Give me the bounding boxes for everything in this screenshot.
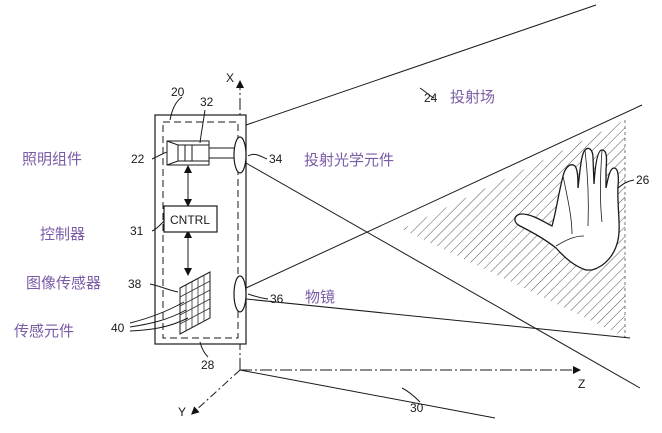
ref-24: 24 (424, 91, 438, 105)
controller-box (163, 205, 218, 233)
controller-box-text: CNTRL (170, 213, 210, 227)
label-sensor-element: 传感元件 (14, 322, 75, 340)
projection-lens (233, 136, 247, 174)
objective-lens (233, 275, 247, 313)
leader-lines (129, 87, 635, 403)
optical-axis-line (239, 369, 496, 419)
ref-28: 28 (201, 358, 215, 372)
label-projection-optics: 投射光学元件 (304, 151, 395, 169)
ref-36: 36 (270, 292, 284, 306)
x-axis-label: X (226, 71, 234, 85)
illumination-light-source (166, 140, 210, 166)
y-axis (191, 369, 241, 415)
ref-30: 30 (410, 401, 424, 415)
projection-field-rays (245, 4, 643, 389)
z-axis-label: Z (578, 377, 585, 391)
ref-20: 20 (171, 85, 185, 99)
ref-34: 34 (269, 152, 283, 166)
label-illumination-assembly: 照明组件 (22, 150, 83, 168)
hand-palm-crease (555, 235, 585, 247)
label-objective: 物镜 (305, 288, 336, 306)
ref-31: 31 (130, 224, 144, 238)
label-projection-field: 投射场 (450, 88, 496, 106)
ref-32: 32 (200, 95, 214, 109)
y-axis-label: Y (178, 405, 186, 419)
ref-26: 26 (636, 173, 650, 187)
ref-40: 40 (111, 321, 125, 335)
label-controller: 控制器 (40, 225, 86, 243)
ref-22: 22 (131, 152, 145, 166)
inner-dashed-outline (162, 121, 239, 339)
ref-38: 38 (128, 277, 142, 291)
hand-icon (514, 147, 620, 271)
hand-fingers (562, 149, 603, 235)
label-image-sensor: 图像传感器 (26, 274, 102, 292)
